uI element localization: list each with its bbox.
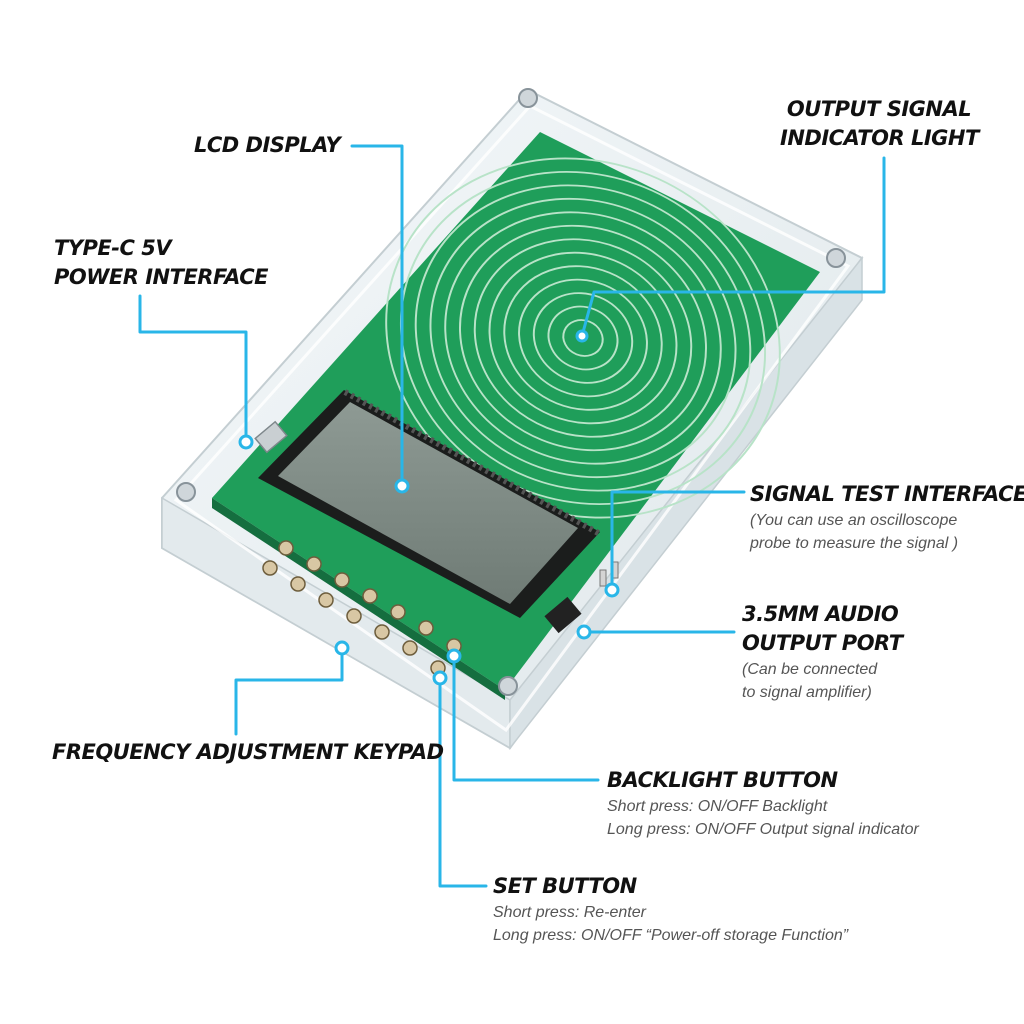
signal-test-leader bbox=[610, 490, 746, 592]
set-button-label: SET BUTTON Short press: Re-enter Long pr… bbox=[493, 872, 848, 947]
signal-test-note-line-2: probe to measure the signal ) bbox=[750, 535, 959, 552]
keypad-label: FREQUENCY ADJUSTMENT KEYPAD bbox=[52, 738, 444, 767]
keypad-title: FREQUENCY ADJUSTMENT KEYPAD bbox=[52, 740, 444, 764]
frequency-keypad bbox=[262, 540, 462, 676]
lcd-display-title: LCD DISPLAY bbox=[194, 133, 341, 157]
lcd-display-leader bbox=[350, 144, 404, 488]
type-c-leader bbox=[138, 294, 248, 444]
type-c-port bbox=[254, 420, 288, 454]
audio-port-note-line-1: (Can be connected bbox=[742, 661, 878, 678]
audio-port-label: 3.5MM AUDIO OUTPUT PORT (Can be connecte… bbox=[742, 600, 903, 704]
audio-jack bbox=[544, 596, 582, 634]
type-c-label: TYPE-C 5V POWER INTERFACE bbox=[54, 234, 268, 292]
output-indicator-title-line-1: OUTPUT SIGNAL bbox=[786, 97, 972, 121]
signal-test-title: SIGNAL TEST INTERFACE bbox=[750, 482, 1024, 506]
backlight-note-line-2: Long press: ON/OFF Output signal indicat… bbox=[607, 821, 919, 838]
set-button-title: SET BUTTON bbox=[493, 874, 637, 898]
set-button-note-line-1: Short press: Re-enter bbox=[493, 904, 646, 921]
standoff-screws bbox=[176, 88, 846, 696]
audio-port-title-line-2: OUTPUT PORT bbox=[742, 631, 903, 655]
output-indicator-label: OUTPUT SIGNAL INDICATOR LIGHT bbox=[780, 95, 979, 153]
set-button-leader bbox=[438, 676, 488, 888]
backlight-leader bbox=[452, 654, 600, 782]
output-indicator-leader bbox=[580, 156, 886, 338]
backlight-title: BACKLIGHT BUTTON bbox=[607, 768, 838, 792]
set-button-note-line-2: Long press: ON/OFF “Power-off storage Fu… bbox=[493, 927, 849, 944]
signal-test-label: SIGNAL TEST INTERFACE (You can use an os… bbox=[750, 480, 1024, 555]
output-indicator-title-line-2: INDICATOR LIGHT bbox=[780, 126, 979, 150]
backlight-note-line-1: Short press: ON/OFF Backlight bbox=[607, 798, 828, 815]
type-c-title-line-2: POWER INTERFACE bbox=[54, 265, 268, 289]
audio-port-note-line-2: to signal amplifier) bbox=[742, 684, 872, 701]
callout-lines bbox=[138, 144, 886, 888]
signal-test-note-line-1: (You can use an oscilloscope bbox=[750, 512, 958, 529]
audio-port-title-line-1: 3.5MM AUDIO bbox=[742, 602, 899, 626]
backlight-label: BACKLIGHT BUTTON Short press: ON/OFF Bac… bbox=[607, 766, 919, 841]
keypad-leader bbox=[234, 646, 344, 736]
lcd-module bbox=[258, 389, 602, 618]
lcd-display-label: LCD DISPLAY bbox=[194, 131, 341, 160]
type-c-title-line-1: TYPE-C 5V bbox=[54, 236, 172, 260]
callout-end-dots bbox=[238, 329, 620, 686]
